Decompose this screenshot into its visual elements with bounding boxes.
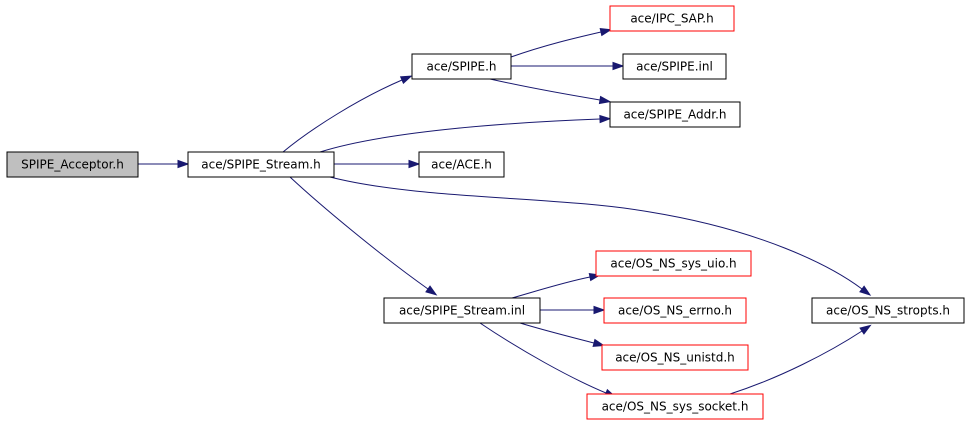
node-box <box>609 5 735 32</box>
edge-line <box>282 79 403 153</box>
edge-spipe-h-to-spipe-addr-h <box>489 78 612 105</box>
edge-line <box>510 31 602 58</box>
edge-spipe-stream-inl-to-os-ns-unistd-h <box>519 322 606 347</box>
edge-line <box>479 322 607 394</box>
edge-os-ns-sys-socket-h-to-os-ns-stropts-h <box>729 324 872 395</box>
arrowhead <box>593 305 606 315</box>
node-label: ace/SPIPE_Stream.inl <box>399 304 525 318</box>
node-label: ace/SPIPE_Stream.h <box>201 158 320 172</box>
node-spipe-acceptor-h: SPIPE_Acceptor.h <box>6 151 139 178</box>
node-box <box>603 297 747 324</box>
arrowhead <box>859 324 872 335</box>
arrowhead <box>598 95 612 105</box>
node-os-ns-errno-h[interactable]: ace/OS_NS_errno.h <box>603 297 747 324</box>
node-box <box>811 297 965 324</box>
node-box <box>622 53 727 80</box>
node-label: ace/ACE.h <box>431 158 492 172</box>
node-os-ns-sys-socket-h[interactable]: ace/OS_NS_sys_socket.h <box>586 393 764 420</box>
edge-spipe-stream-h-to-spipe-h <box>282 75 413 153</box>
node-box <box>418 151 505 178</box>
node-spipe-stream-inl[interactable]: ace/SPIPE_Stream.inl <box>383 297 541 324</box>
node-label: ace/SPIPE.inl <box>636 60 713 74</box>
arrowhead <box>425 285 438 296</box>
arrowhead <box>599 28 613 37</box>
node-box <box>411 53 512 80</box>
node-label: SPIPE_Acceptor.h <box>21 158 124 172</box>
edge-line <box>489 78 601 101</box>
arrowhead <box>599 114 612 124</box>
edge-spipe-stream-h-to-spipe-stream-inl <box>289 176 438 296</box>
arrowhead <box>408 159 421 169</box>
node-box <box>595 250 752 277</box>
edge-line <box>729 330 863 395</box>
arrowhead <box>399 75 413 85</box>
node-box <box>383 297 541 324</box>
arrowhead <box>859 285 872 296</box>
edge-spipe-h-to-ipc-sap-h <box>510 28 613 58</box>
node-spipe-stream-h[interactable]: ace/SPIPE_Stream.h <box>187 151 335 178</box>
node-label: ace/OS_NS_unistd.h <box>615 351 735 365</box>
node-label: ace/OS_NS_sys_socket.h <box>602 400 749 414</box>
edge-line <box>519 322 595 344</box>
edge-line <box>319 118 601 153</box>
edge-spipe-stream-inl-to-os-ns-sys-uio-h <box>511 272 602 299</box>
node-spipe-inl[interactable]: ace/SPIPE.inl <box>622 53 727 80</box>
edge-spipe-stream-inl-to-os-ns-errno-h <box>540 305 606 315</box>
node-label: ace/OS_NS_errno.h <box>618 304 732 318</box>
node-box <box>609 101 741 128</box>
node-label: ace/SPIPE_Addr.h <box>623 108 726 122</box>
node-os-ns-unistd-h[interactable]: ace/OS_NS_unistd.h <box>601 344 749 371</box>
nodes-layer: SPIPE_Acceptor.h ace/SPIPE_Stream.h ace/SP… <box>6 5 965 420</box>
edge-line <box>329 176 863 290</box>
arrowhead <box>177 159 190 169</box>
node-label: ace/OS_NS_sys_uio.h <box>610 257 736 271</box>
edges-layer <box>138 28 872 398</box>
node-label: ace/SPIPE.h <box>426 60 496 74</box>
arrowhead <box>612 61 625 71</box>
node-ipc-sap-h[interactable]: ace/IPC_SAP.h <box>609 5 735 32</box>
node-label: ace/IPC_SAP.h <box>630 12 713 26</box>
node-box <box>6 151 139 178</box>
node-label: ace/OS_NS_stropts.h <box>826 304 950 318</box>
node-box <box>187 151 335 178</box>
edge-spipe-stream-h-to-spipe-addr-h <box>319 114 612 153</box>
edge-spipe-h-to-spipe-inl <box>511 61 625 71</box>
arrowhead <box>592 338 606 347</box>
edge-line <box>511 276 591 299</box>
edge-spipe-stream-h-to-ace-h <box>334 159 421 169</box>
node-box <box>586 393 764 420</box>
node-ace-h[interactable]: ace/ACE.h <box>418 151 505 178</box>
edge-line <box>289 176 429 290</box>
edge-spipe-stream-h-to-os-ns-stropts-h <box>329 176 872 296</box>
node-os-ns-sys-uio-h[interactable]: ace/OS_NS_sys_uio.h <box>595 250 752 277</box>
edge-spipe-stream-inl-to-os-ns-sys-socket-h <box>479 322 617 398</box>
node-spipe-addr-h[interactable]: ace/SPIPE_Addr.h <box>609 101 741 128</box>
edge-spipe-acceptor-h-to-spipe-stream-h <box>138 159 190 169</box>
node-os-ns-stropts-h[interactable]: ace/OS_NS_stropts.h <box>811 297 965 324</box>
node-box <box>601 344 749 371</box>
node-spipe-h[interactable]: ace/SPIPE.h <box>411 53 512 80</box>
